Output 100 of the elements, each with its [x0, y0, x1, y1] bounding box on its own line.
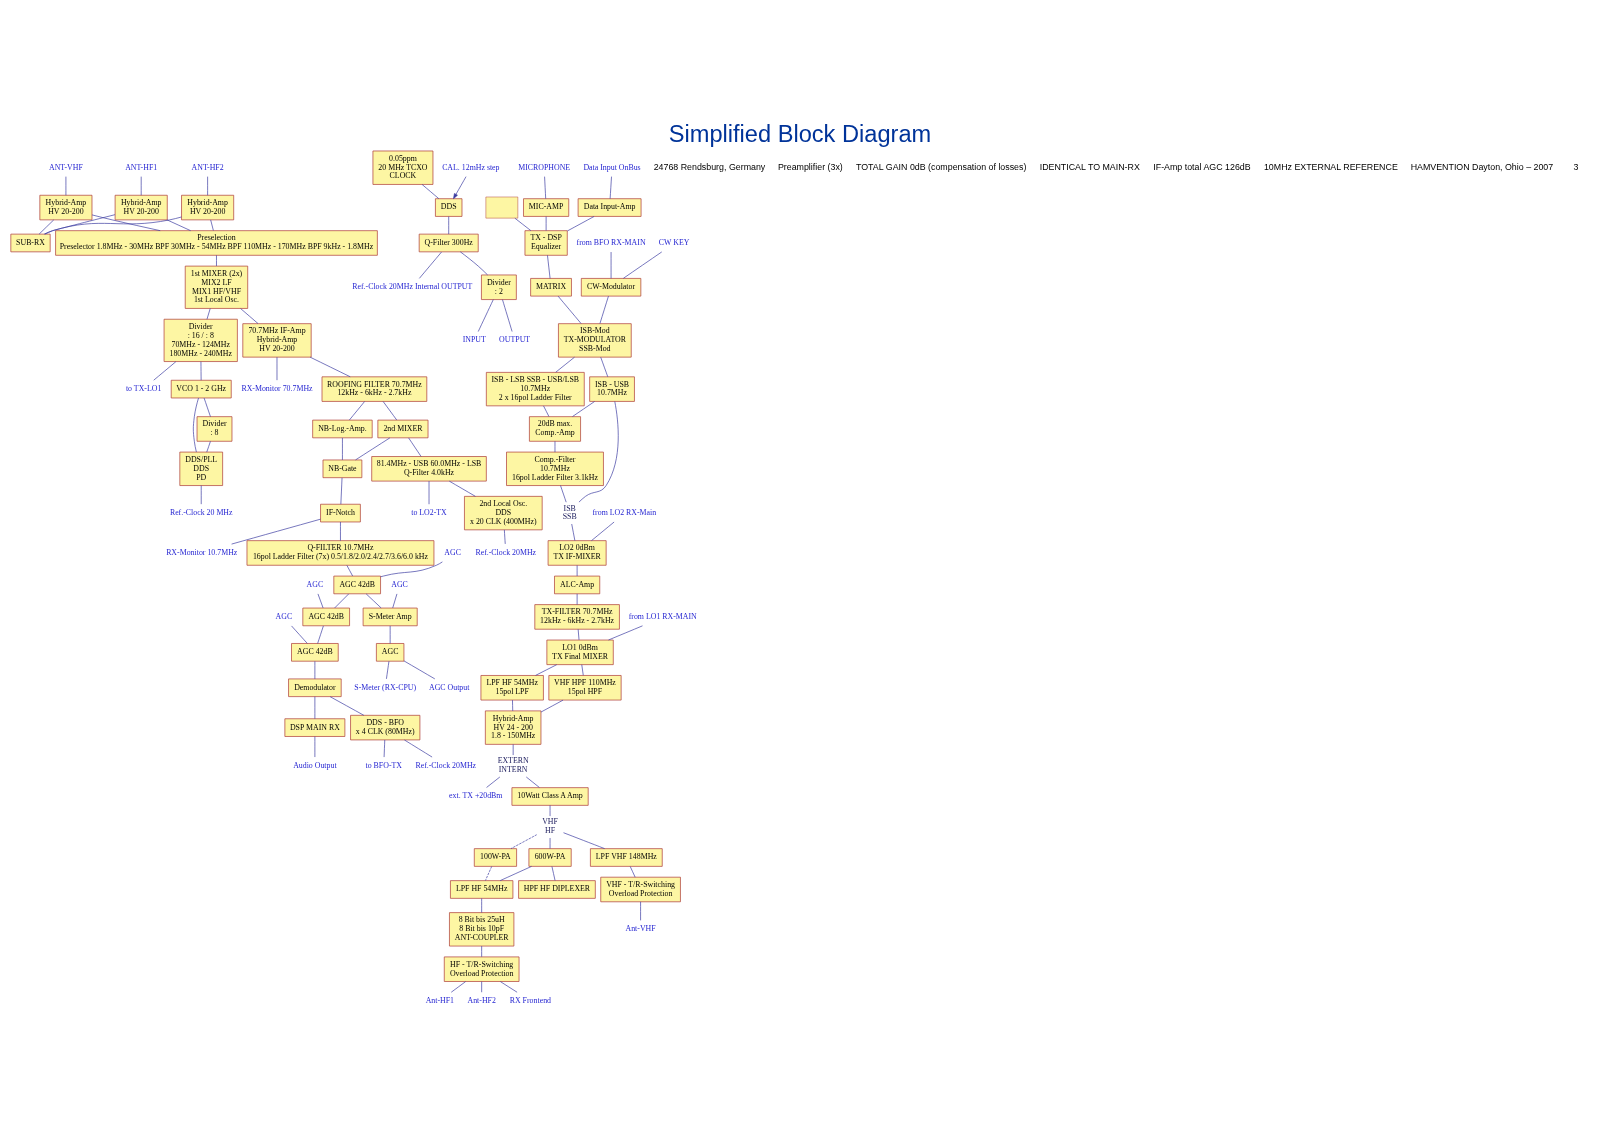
- node-box: HPF HF DIPLEXER: [518, 880, 596, 899]
- node-box: AGC 42dB: [333, 575, 381, 595]
- node-box: LO1 0dBm TX Final MIXER: [546, 639, 614, 665]
- connector: [547, 254, 551, 279]
- label: TOTAL GAIN 0dB (compensation of losses): [856, 161, 1027, 172]
- connector: [623, 251, 663, 279]
- node-box: TX-FILTER 70.7MHz 12kHz - 6kHz - 2.7kHz: [534, 604, 620, 630]
- node-box: LPF HF 54MHz: [450, 880, 514, 899]
- connector: [207, 176, 208, 196]
- connector: [578, 401, 619, 503]
- connector: [43, 216, 182, 235]
- node-text: Ant-HF2: [467, 996, 496, 1006]
- node-box: VHF HPF 110MHz 15pol HPF: [548, 675, 622, 701]
- node-box: AGC 42dB: [302, 607, 350, 627]
- node-text: AGC Output: [429, 682, 470, 692]
- connector: [340, 521, 341, 541]
- node-box: ROOFING FILTER 70.7MHz 12kHz - 6kHz - 2.7kHz: [321, 376, 428, 402]
- node-box: Hybrid-Amp HV 20-200: [181, 194, 235, 221]
- node-box: 0.05ppm 20 MHz TCXO CLOCK: [372, 150, 434, 185]
- connector: [591, 521, 615, 541]
- node-box: Divider : 8: [196, 416, 233, 442]
- connector: [581, 664, 584, 676]
- node-box: MATRIX: [530, 278, 572, 297]
- node-box: LPF HF 54MHz 15pol LPF: [480, 675, 544, 701]
- connector: [577, 628, 580, 641]
- node-text: RX-Monitor 10.7MHz: [166, 547, 238, 557]
- node-box: [485, 196, 519, 219]
- node-box: Hybrid-Amp HV 20-200: [39, 194, 93, 221]
- node-text: AGC: [306, 579, 324, 589]
- connector: [386, 661, 390, 680]
- node-text: from BFO RX-MAIN: [576, 237, 646, 247]
- connector: [555, 356, 575, 373]
- label: Preamplifier (3x): [777, 161, 843, 172]
- node-text: from LO2 RX-Main: [592, 507, 657, 517]
- connector: [291, 625, 308, 644]
- connector: [460, 251, 488, 276]
- connector: [504, 529, 506, 545]
- connector: [448, 480, 476, 497]
- node-text: RX-Monitor 70.7MHz: [241, 383, 313, 393]
- connector: [563, 832, 605, 849]
- node-box: Data Input-Amp: [577, 198, 642, 217]
- connector: [477, 299, 494, 332]
- connector: [349, 401, 365, 421]
- connector: [404, 739, 433, 758]
- node-text: CAL. 12mHz step: [442, 162, 500, 172]
- node-text: AGC: [391, 579, 408, 589]
- node-box: DDS - BFO x 4 CLK (80MHz): [350, 714, 421, 741]
- node-box: NB-Gate: [322, 459, 363, 479]
- connector: [481, 898, 482, 913]
- node-box: 10Watt Class A Amp: [511, 787, 589, 806]
- connector: [629, 866, 636, 878]
- node-box: CW-Modulator: [580, 278, 642, 297]
- connector: [544, 176, 547, 199]
- node-text: to TX-LO1: [125, 383, 162, 393]
- connector: [91, 214, 161, 232]
- node-box: 81.4MHz - USB 60.0MHz - LSB Q-Filter 4.0kHz: [371, 456, 487, 482]
- node-text: Data Input OnBus: [583, 162, 641, 172]
- connector: [216, 254, 217, 267]
- node-text: OUTPUT: [499, 335, 531, 345]
- node-text: VHF HF: [542, 817, 558, 836]
- node-box: VCO 1 - 2 GHz: [170, 379, 232, 399]
- node-text: Ref.-Clock 20MHz: [475, 547, 537, 557]
- label: IDENTICAL TO MAIN-RX: [1039, 161, 1140, 172]
- connector: [240, 308, 259, 324]
- node-box: VHF - T/R-Switching Overload Protection: [600, 876, 681, 903]
- diagram-title: Simplified Block Diagram: [668, 120, 932, 147]
- connector: [317, 625, 324, 644]
- node-box: LPF VHF 148MHz: [590, 848, 663, 867]
- connector: [309, 356, 351, 378]
- node-box: SUB-RX: [10, 233, 51, 253]
- node-box: 2nd Local Osc. DDS x 20 CLK (400MHz): [464, 496, 543, 531]
- connector: [486, 776, 501, 788]
- node-box: Divider : 16 / : 8 70MHz - 124MHz 180MHz - 240MHz: [163, 318, 238, 362]
- node-text: Ref.-Clock 20MHz: [415, 760, 477, 770]
- node-text: CW KEY: [658, 237, 690, 247]
- node-box: Demodulator: [288, 678, 342, 697]
- node-box: Divider : 2: [481, 274, 517, 300]
- connector: [510, 834, 538, 849]
- node-text: INPUT: [462, 335, 486, 345]
- node-text: ISB SSB: [562, 503, 577, 522]
- connector: [450, 981, 466, 993]
- connector: [571, 523, 576, 541]
- node-box: ISB - USB 10.7MHz: [589, 376, 635, 402]
- node-box: Hybrid-Amp HV 20-200: [114, 194, 168, 221]
- node-text: ANT-VHF: [49, 162, 83, 172]
- node-box: NB-Log.-Amp.: [312, 419, 373, 439]
- connector: [481, 981, 482, 993]
- connector: [567, 216, 595, 232]
- connector: [560, 485, 567, 503]
- node-text: to LO2-TX: [411, 507, 447, 517]
- connector: [408, 437, 422, 457]
- node-box: DSP MAIN RX: [284, 718, 346, 737]
- connector: [609, 176, 612, 199]
- connector: [382, 401, 398, 421]
- node-box: Q-FILTER 10.7MHz 16pol Ladder Filter (7x) 0.5/1.8/2.0/2.4/2.7/3.6/6.0 kHz: [246, 540, 435, 566]
- connector: [231, 518, 321, 545]
- node-box: 20dB max. Comp.-Amp: [529, 416, 581, 442]
- label: 3: [1573, 161, 1579, 172]
- connector: [355, 437, 391, 461]
- connector: [485, 866, 493, 881]
